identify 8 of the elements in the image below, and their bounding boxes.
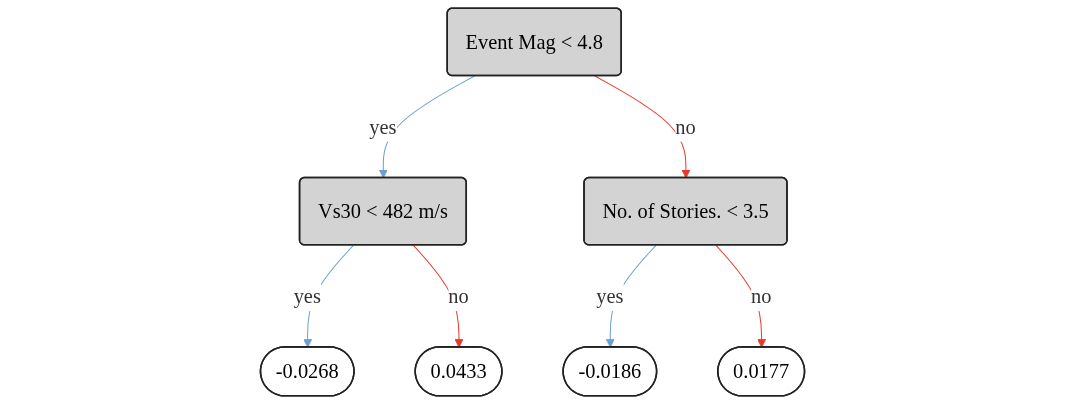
arrow (594, 75, 691, 179)
edge-label: yes (369, 115, 397, 138)
arrow (378, 75, 476, 179)
edge-label: yes (596, 284, 624, 308)
edge-label: yes (293, 284, 321, 308)
edge-label: no (448, 284, 469, 308)
edge-label: no (750, 284, 772, 308)
edge-label: no (675, 115, 696, 138)
